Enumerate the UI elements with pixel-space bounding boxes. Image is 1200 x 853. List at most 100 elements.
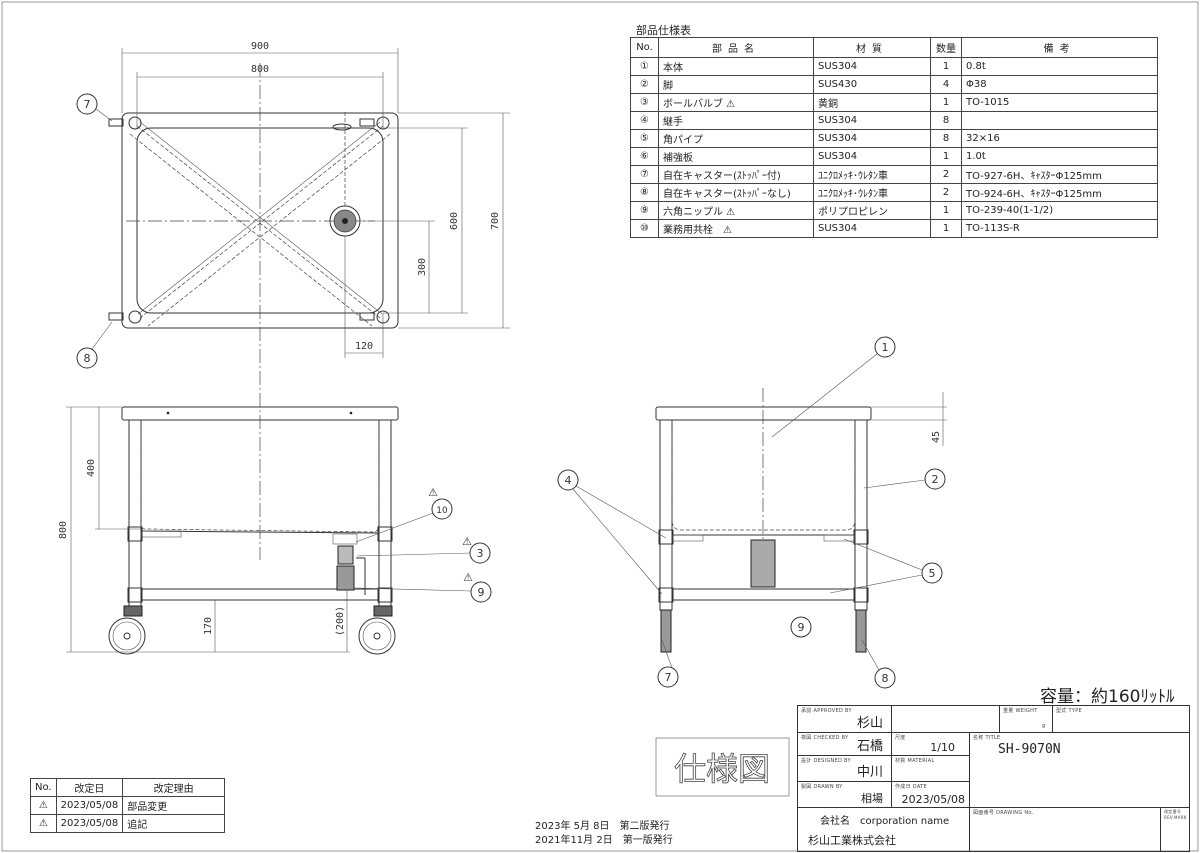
svg-text:120: 120 [355, 341, 373, 352]
parts-cell-no: ② [630, 75, 659, 94]
material-cell: 材質 MATERIAL [891, 755, 970, 782]
parts-cell-name: 脚 [658, 75, 814, 94]
parts-cell-no: ⑨ [630, 201, 659, 220]
revision-mark-icon: ⚠ [463, 571, 473, 584]
callout-4: 4 [557, 469, 667, 595]
parts-cell-name: ボールバルブ ⚠ [658, 93, 814, 112]
caster-front-right [358, 605, 396, 655]
svg-text:300: 300 [417, 258, 428, 276]
svg-text:400: 400 [86, 459, 97, 477]
parts-cell-note: 0.8t [961, 57, 1158, 76]
parts-cell-name: 角パイプ [658, 129, 814, 148]
parts-cell-no: ① [630, 57, 659, 76]
parts-cell-note: TO-239-40(1-1/2) [961, 201, 1158, 220]
parts-cell-name: 六角ニップル ⚠ [658, 201, 814, 220]
front-view: 800 400 170 (200) 10 3 9 ⚠ ⚠ ⚠ [58, 406, 492, 655]
callout-3: 3 [356, 542, 491, 564]
parts-cell-qty: 8 [930, 111, 962, 130]
svg-text:8: 8 [882, 672, 889, 685]
parts-cell-no: ③ [630, 93, 659, 112]
drawing-number-cell: 図面番号 DRAWING No. [969, 807, 1161, 852]
dimension-800-height: 800 [58, 406, 122, 652]
callout-7-top: 7 [76, 93, 113, 122]
svg-text:4: 4 [565, 474, 572, 487]
parts-cell-qty: 2 [930, 165, 962, 184]
stamp-box [655, 737, 790, 797]
spec-drawing-stamp: 仕様図 [674, 750, 770, 788]
parts-cell-material: SUS304 [813, 111, 931, 130]
cross-brace [129, 121, 391, 327]
parts-cell-note: 32×16 [961, 129, 1158, 148]
leg-left [128, 419, 142, 614]
leg-right [378, 419, 392, 614]
svg-text:45: 45 [931, 431, 942, 443]
revision-cell-date: 2023/05/08 [55, 796, 124, 815]
lower-crossbar [140, 588, 380, 601]
caster-side-right [855, 609, 867, 653]
parts-cell-name: 本体 [658, 57, 814, 76]
callout-9-front: 9 [353, 581, 492, 603]
type-cell: 型式 TYPE [1052, 705, 1190, 733]
parts-cell-material: ﾕﾆｸﾛﾒｯｷ･ｳﾚﾀﾝ車 [813, 165, 931, 184]
parts-cell-note: Φ38 [961, 75, 1158, 94]
revision-cell-mark: ⚠ [30, 814, 57, 833]
parts-cell-note: TO-927-6H、ｷｬｽﾀｰΦ125mm [961, 165, 1158, 184]
revision-mark-icon: ⚠ [462, 535, 472, 548]
parts-cell-qty: 1 [930, 57, 962, 76]
ball-valve [332, 533, 366, 595]
parts-cell-material: SUS304 [813, 129, 931, 148]
dimension-120: 120 [344, 236, 384, 358]
parts-cell-material: SUS304 [813, 219, 931, 238]
parts-cell-qty: 4 [930, 75, 962, 94]
parts-cell-material: ポリプロピレン [813, 201, 931, 220]
parts-cell-material: 黄銅 [813, 93, 931, 112]
side-view: 45 1 2 4 5 9 7 8 [557, 336, 947, 689]
caster-front-left [108, 605, 146, 655]
rev-mark-cell: 改定番号 REV.MARK [1160, 807, 1190, 852]
callout-1: 1 [771, 336, 896, 438]
parts-cell-no: ⑧ [630, 183, 659, 202]
dimension-45: 45 [871, 392, 947, 446]
parts-cell-qty: 8 [930, 129, 962, 148]
dimension-200: (200) [335, 590, 348, 652]
parts-cell-note [961, 111, 1158, 130]
revision-cell-reason: 追記 [122, 814, 225, 833]
top-view: 900 800 600 700 300 120 7 8 [76, 41, 510, 560]
capacity-label: 容量：約160ﾘｯﾄﾙ [1040, 687, 1175, 707]
callout-8-top: 8 [76, 321, 113, 369]
svg-text:1: 1 [882, 341, 889, 354]
dimension-400: 400 [86, 407, 141, 530]
parts-cell-name: 自在キャスター(ｽﾄｯﾊﾟｰなし) [658, 183, 814, 202]
parts-cell-material: SUS304 [813, 147, 931, 166]
parts-cell-qty: 1 [930, 93, 962, 112]
parts-cell-qty: 2 [930, 183, 962, 202]
svg-text:600: 600 [449, 212, 460, 230]
parts-cell-no: ⑩ [630, 219, 659, 238]
svg-text:5: 5 [929, 567, 936, 580]
parts-cell-note: TO-1015 [961, 93, 1158, 112]
parts-cell-qty: 1 [930, 201, 962, 220]
dimension-300: 300 [360, 220, 435, 313]
side-leg-right [854, 419, 868, 611]
callout-7-side: 7 [657, 639, 679, 688]
svg-text:900: 900 [251, 41, 269, 52]
dimension-600: 600 [383, 127, 468, 314]
parts-cell-note: TO-113S-R [961, 219, 1158, 238]
parts-cell-name: 補強板 [658, 147, 814, 166]
svg-text:(200): (200) [335, 606, 346, 636]
svg-text:2: 2 [932, 473, 939, 486]
